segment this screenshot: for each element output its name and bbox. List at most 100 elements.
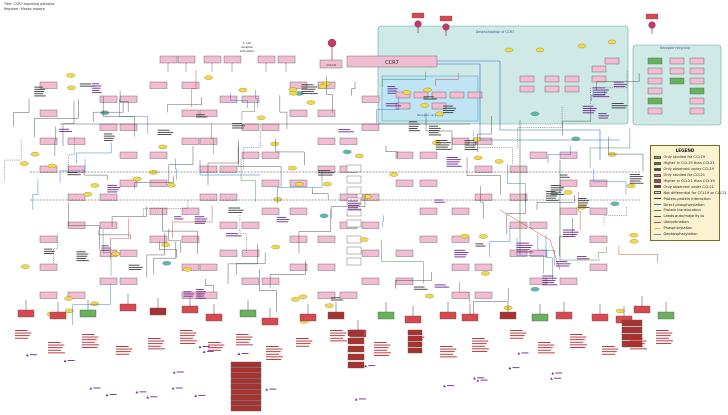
edge-path [603, 206, 627, 225]
protein-node [261, 277, 280, 285]
edge-path [62, 101, 75, 147]
legend-label: Only observed under CCL19 [663, 167, 714, 172]
edge-path [211, 123, 214, 155]
modification-oval [149, 170, 158, 175]
annotation-text [318, 174, 333, 176]
annotation-text [387, 90, 397, 92]
protein-node [317, 263, 336, 271]
outcome-node [181, 305, 199, 314]
protein-node [261, 123, 280, 131]
annotation-text [516, 244, 533, 246]
protein-node [39, 263, 58, 271]
outcome-caption [602, 351, 617, 353]
protein-node [559, 151, 578, 159]
protein-node [241, 95, 260, 103]
outcome-caption [236, 336, 253, 338]
legend-item: Leads auto/majority to [651, 213, 719, 219]
outcome-caption [510, 337, 524, 339]
stack-outcome-node [407, 329, 423, 336]
stack-outcome-node [347, 345, 365, 353]
protein-node [67, 137, 86, 145]
annotation-text [79, 85, 95, 87]
cell-type-label [554, 377, 562, 379]
annotation-text [546, 193, 559, 195]
annotation-text [194, 218, 208, 220]
annotation-text [194, 216, 205, 218]
outcome-caption [538, 344, 555, 346]
outcome-caption [266, 348, 283, 350]
annotation-text [443, 107, 456, 109]
header-title-line: Title: CCR7 signaling pathway [4, 2, 55, 6]
protein-node [395, 179, 414, 187]
cell-type-label [477, 377, 485, 379]
protein-node [219, 193, 238, 201]
outcome-node [461, 313, 479, 322]
cell-type-marker [508, 366, 512, 370]
outcome-caption [48, 347, 63, 349]
annotation-text [43, 248, 53, 250]
annotation-text [464, 144, 476, 146]
stack-node [346, 164, 362, 173]
outcome-caption [602, 346, 615, 347]
edge-path [437, 63, 620, 141]
protein-node [317, 109, 336, 117]
edge-path [279, 95, 288, 129]
outcome-caption [236, 339, 251, 341]
edge-path [175, 158, 177, 180]
annotation-text [408, 130, 420, 132]
outcome-caption [570, 347, 586, 348]
modification-oval [66, 73, 76, 78]
annotation-text [107, 184, 118, 186]
legend-label: Dephosphorylation [663, 232, 698, 237]
annotation-text [435, 144, 450, 146]
edge-path [76, 142, 112, 164]
modification-oval [530, 287, 540, 292]
outcome-node [49, 311, 67, 320]
protein-node [261, 207, 280, 215]
annotation-text [103, 135, 115, 137]
protein-node [219, 165, 238, 173]
edge-path [536, 195, 575, 210]
protein-node [67, 165, 86, 173]
edge-path [53, 233, 58, 264]
edge-path [608, 136, 644, 172]
annotation-text [128, 269, 142, 271]
outcome-caption [440, 346, 453, 347]
edge-path [298, 209, 332, 254]
outcome-caption [510, 330, 523, 331]
outcome-caption [48, 352, 65, 354]
legend-item: Not differential for CCL19 or CCL21 [651, 190, 727, 196]
modification-oval [435, 111, 445, 116]
annotation-text [464, 146, 475, 148]
edge-path [592, 168, 627, 195]
header-reporter-line: Reporter: Moses matore [4, 7, 45, 11]
protein-node [241, 221, 260, 229]
legend-item: Only observed under CCL19 [651, 166, 719, 172]
outcome-caption [472, 351, 488, 352]
annotation-text [550, 187, 564, 189]
outcome-caption [116, 353, 130, 355]
protein-node [223, 55, 242, 64]
edge-path [499, 209, 561, 271]
annotation-text [183, 291, 192, 293]
annotation-text [385, 105, 401, 107]
protein-node [219, 221, 238, 229]
protein-node [591, 65, 607, 73]
protein-node [159, 55, 178, 64]
protein-node [689, 97, 705, 105]
protein-node [395, 277, 414, 285]
modification-oval [425, 293, 434, 299]
annotation-text [443, 105, 453, 107]
annotation-text [196, 297, 207, 299]
outcome-caption [630, 345, 644, 347]
protein-node [474, 165, 493, 173]
cell-type-label [358, 398, 366, 400]
cell-type-marker [551, 372, 555, 375]
edge-path [537, 234, 555, 267]
annotation-text [555, 263, 571, 265]
protein-node [199, 291, 218, 299]
legend-item: Ubiquitination [651, 219, 719, 225]
stack-node [346, 219, 362, 228]
edge-path [119, 99, 149, 135]
modification-oval [47, 163, 57, 169]
